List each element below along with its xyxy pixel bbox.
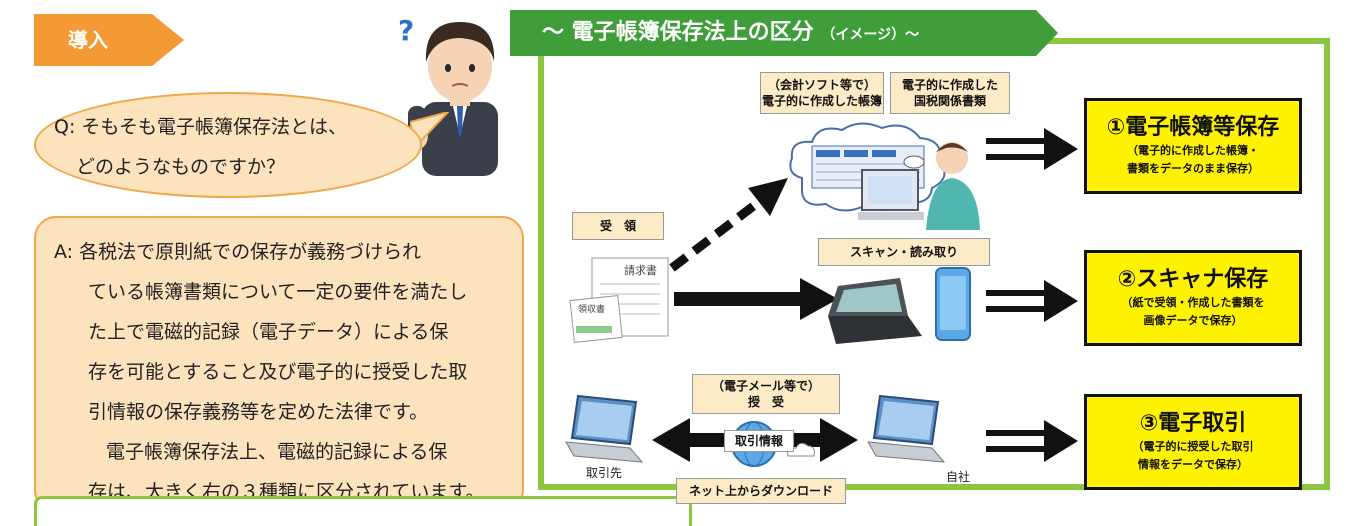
double-line-arrow-icon [986,420,1078,462]
paper-documents-icon: 請求書 領収書 [569,257,669,343]
result-box-electronic-books: ①電子帳簿等保存 （電子的に作成した帳簿・ 書類をデータのまま保存） [1084,98,1302,194]
download-tag: ネット上からダウンロード [676,478,846,504]
bottom-bar [34,496,692,526]
tag-line: （会計ソフト等で） [767,78,876,92]
tax-documents-tag: 電子的に作成した 国税関係書類 [890,72,1010,114]
answer-line: ている帳簿書類について一定の要件を満たし [88,281,468,303]
answer-line: 存を可能とすること及び電子的に授受した取 [88,361,468,383]
question-line-2: どのようなものですか？ [76,156,286,178]
question-bubble [34,92,422,198]
scanner-icon [828,278,922,344]
double-line-arrow-icon [986,280,1078,322]
tag-line: 電子的に作成した [901,78,998,92]
question-mark-icon: ? [398,14,414,47]
answer-line: 引情報の保存義務等を定めた法律です。 [88,401,429,423]
email-tag: （電子メール等で） 授 受 [692,374,840,414]
tag-line: 電子的に作成した帳簿 [761,94,882,108]
intro-label: 導入 [68,28,108,52]
result-note: （電子的に授受した取引 [1132,440,1254,453]
receipt-label: 領収書 [578,303,605,315]
own-company-label: 自社 [946,470,971,484]
diagram-title: ～ 電子帳簿保存法上の区分 （イメージ）～ [510,10,1058,56]
intro-tag: 導入 [34,14,184,66]
trade-info-tag: 取引情報 [724,430,794,452]
tag-line: （電子メール等で） [711,379,820,393]
tag-line: 国税関係書類 [913,94,986,108]
diagram-title-sub: （イメージ）～ [821,27,920,43]
own-company-laptop-icon [867,394,946,463]
result-box-scanner-storage: ②スキャナ保存 （紙で受領・作成した書類を 画像データで保存） [1084,250,1302,346]
receive-tag: 受 領 [572,212,664,240]
person-at-computer-icon [858,142,980,230]
double-line-arrow-icon [986,128,1078,170]
scan-tag: スキャン・読み取り [818,238,990,266]
smartphone-icon [935,267,971,341]
answer-line: た上で電磁的記録（電子データ）による保 [88,321,449,343]
partner-label: 取引先 [586,466,623,480]
result-note: 書類をデータのまま保存） [1127,162,1259,175]
question-line-1: Q: そもそも電子帳簿保存法とは、 [54,116,348,138]
answer-box: A: 各税法で原則紙での保存が義務づけられ ている帳簿書類について一定の要件を満… [34,216,524,512]
result-box-electronic-transactions: ③電子取引 （電子的に授受した取引 情報をデータで保存） [1084,394,1302,490]
result-note: 情報をデータで保存） [1138,458,1248,471]
tag-line: 授 受 [747,395,784,409]
result-note: 画像データで保存） [1143,314,1243,327]
result-title: ②スキャナ保存 [1117,267,1269,292]
answer-line: A: 各税法で原則紙での保存が義務づけられ [54,241,422,263]
diagram-title-text: ～ 電子帳簿保存法上の区分 [542,20,814,45]
result-note: （紙で受領・作成した書類を [1121,296,1265,309]
result-note: （電子的に作成した帳簿・ [1127,144,1259,157]
result-title: ③電子取引 [1139,411,1247,436]
invoice-label: 請求書 [624,263,657,277]
solid-arrow-icon [674,278,838,320]
result-title: ①電子帳簿等保存 [1106,115,1280,140]
partner-laptop-icon [565,394,644,463]
answer-line: 電子帳簿保存法上、電磁的記録による保 [106,441,448,463]
accounting-software-tag: （会計ソフト等で） 電子的に作成した帳簿 [760,72,884,114]
dashed-arrow-icon [669,178,788,272]
